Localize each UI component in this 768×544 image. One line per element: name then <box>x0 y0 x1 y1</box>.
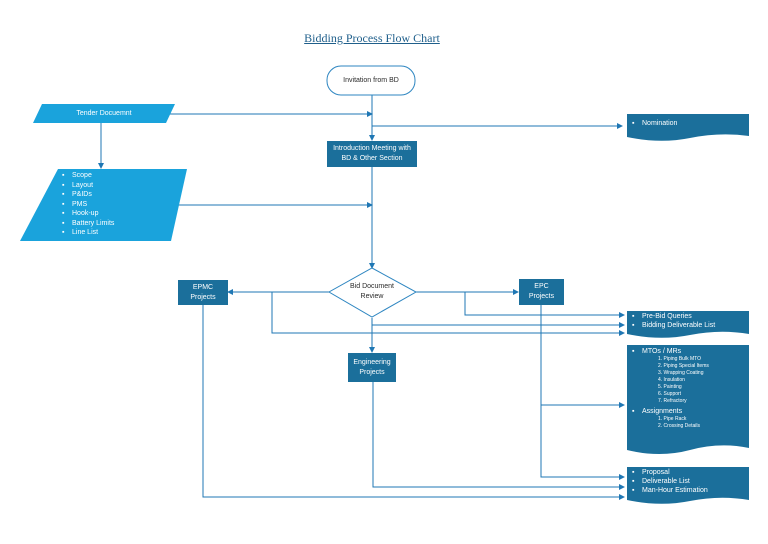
engineering-node <box>348 353 396 382</box>
assignments-heading: Assignments <box>632 407 747 416</box>
mtos-item: 5. Painting <box>658 384 682 390</box>
mtos-heading: MTOs / MRs <box>632 347 747 356</box>
prebid-item: Bidding Deliverable List <box>632 321 747 330</box>
mtos-item: 7. Refractory <box>658 398 687 404</box>
bid-review-line-2: Review <box>360 293 384 300</box>
connectors <box>98 95 625 500</box>
bid-review-label: Bid Document Review <box>336 280 408 304</box>
intro-meeting-line-1: Introduction Meeting with <box>333 145 411 152</box>
epmc-line-1: EPMC <box>192 283 214 291</box>
engineering-line-2: Projects <box>359 368 385 376</box>
mtos-list: MTOs / MRs 1. Piping Bulk MTO 2. Piping … <box>632 347 747 430</box>
tender-label: Tender Docuemnt <box>76 109 132 117</box>
mtos-sublist: 1. Piping Bulk MTO 2. Piping Special Ite… <box>632 356 747 405</box>
scope-item: Layout <box>62 181 162 191</box>
scope-item: P&IDs <box>62 190 162 200</box>
engineering-label: Engineering Projects <box>348 353 396 382</box>
mtos-item: 1. Piping Bulk MTO <box>658 356 701 362</box>
mtos-item: 2. Piping Special Items <box>658 363 709 369</box>
tender-node <box>33 104 175 123</box>
intro-meeting-line-2: BD & Other Section <box>341 155 403 162</box>
connector-epmc-proposal <box>202 304 625 500</box>
bid-review-line-1: Bid Document <box>350 283 394 290</box>
intro-meeting-node <box>327 141 417 167</box>
connector-epc-mtos <box>540 305 625 408</box>
prebid-list: Pre-Bid Queries Bidding Deliverable List <box>632 312 747 330</box>
scope-item: Hook-up <box>62 209 162 219</box>
invitation-node <box>326 65 416 96</box>
mtos-item: 3. Wrapping Coating <box>658 370 704 376</box>
assignments-sublist: 1. Pipe Rack 2. Crossing Details <box>632 416 747 430</box>
nomination-item: Nomination <box>632 119 742 128</box>
proposal-list: Proposal Deliverable List Man-Hour Estim… <box>632 468 747 495</box>
connector-engineering-proposal <box>372 382 625 490</box>
assignment-item: 2. Crossing Details <box>658 423 700 429</box>
proposal-item: Proposal <box>632 468 747 477</box>
epc-node <box>519 279 564 305</box>
connector-epc-prebid-1 <box>464 292 625 318</box>
proposal-item: Deliverable List <box>632 477 747 486</box>
bid-review-node <box>327 267 418 318</box>
assignment-item: 1. Pipe Rack <box>658 416 687 422</box>
intro-meeting-label: Introduction Meeting with BD & Other Sec… <box>327 141 417 167</box>
scope-item: PMS <box>62 200 162 210</box>
scope-list: Scope Layout P&IDs PMS Hook-up Battery L… <box>62 171 162 238</box>
proposal-item: Man-Hour Estimation <box>632 486 747 495</box>
epmc-line-2: Projects <box>190 293 216 301</box>
prebid-item: Pre-Bid Queries <box>632 312 747 321</box>
epc-line-2: Projects <box>528 293 555 300</box>
epc-label: EPC Projects <box>519 279 564 305</box>
connector-epmc-prebid <box>271 292 625 336</box>
epmc-label: EPMC Projects <box>178 280 228 305</box>
epc-line-1: EPC <box>534 283 549 290</box>
scope-item: Scope <box>62 171 162 181</box>
scope-item: Line List <box>62 228 162 238</box>
connector-epc-proposal <box>540 405 625 480</box>
invitation-label: Invitation from BD <box>343 76 399 84</box>
engineering-line-1: Engineering <box>353 358 391 366</box>
mtos-item: 4. Insulation <box>658 377 685 383</box>
epmc-node <box>178 280 228 305</box>
page-title: Bidding Process Flow Chart <box>304 31 440 45</box>
mtos-item: 6. Support <box>658 391 682 397</box>
mtos-node <box>627 345 749 454</box>
scope-item: Battery Limits <box>62 219 162 229</box>
nomination-label: Nomination <box>632 119 742 128</box>
